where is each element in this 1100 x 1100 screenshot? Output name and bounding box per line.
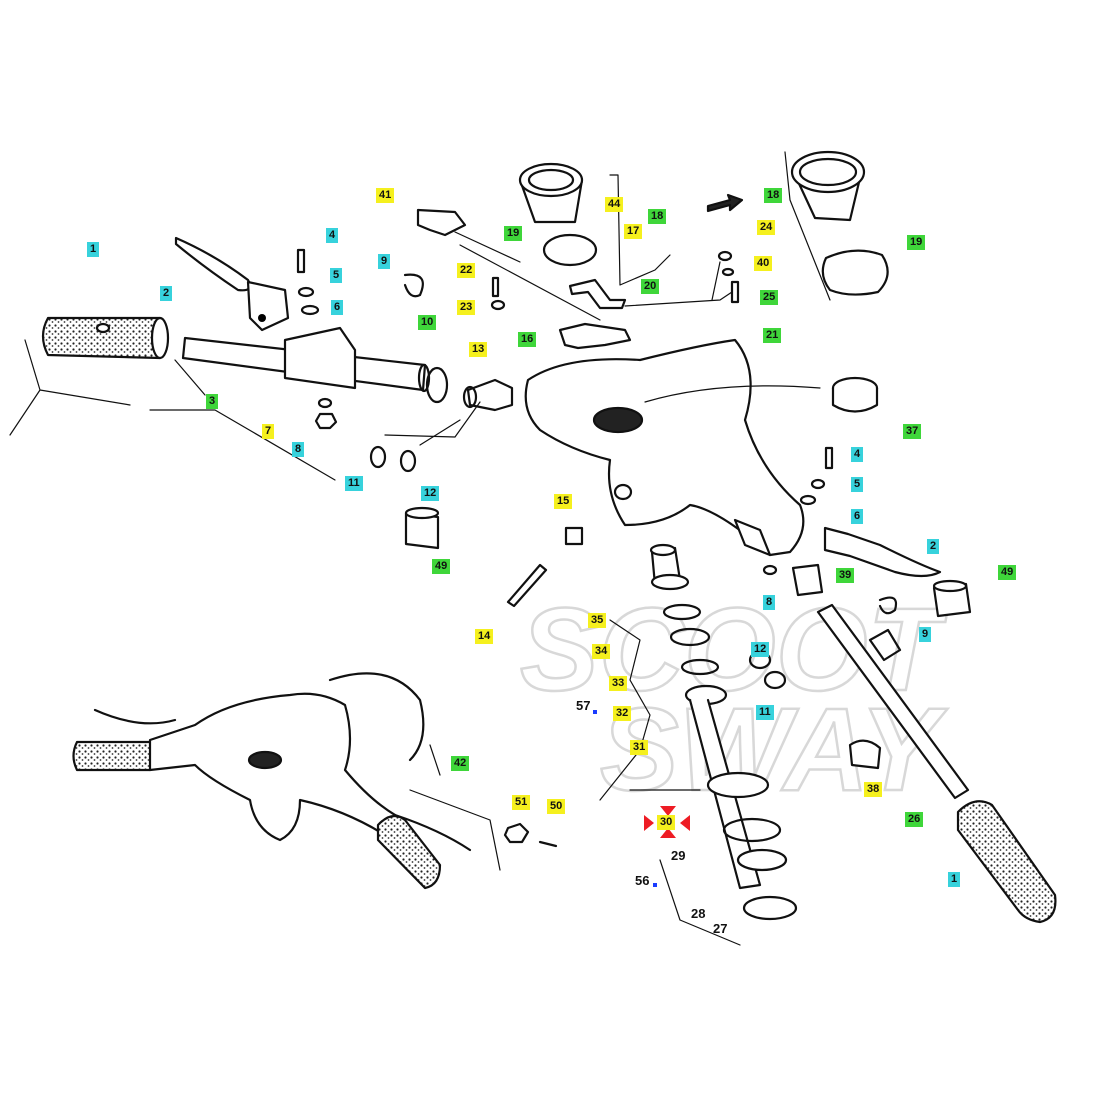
callout-35: 35 bbox=[588, 613, 607, 628]
callout-31: 31 bbox=[630, 740, 649, 755]
speedometer-large bbox=[790, 150, 866, 222]
bracket-20 bbox=[568, 278, 627, 310]
callout-5a: 5 bbox=[330, 268, 343, 283]
callout-42: 42 bbox=[451, 756, 470, 771]
callout-13: 13 bbox=[469, 342, 488, 357]
screws-washers-left bbox=[296, 248, 338, 430]
callout-32: 32 bbox=[613, 706, 632, 721]
left-handlebar-tube bbox=[181, 326, 431, 393]
clamp-13 bbox=[462, 378, 514, 412]
clip-9 bbox=[403, 273, 424, 298]
direction-arrow bbox=[706, 193, 744, 213]
cap-37 bbox=[831, 376, 879, 413]
bushing-49-right bbox=[932, 579, 972, 618]
callout-39: 39 bbox=[836, 568, 855, 583]
bolt-14 bbox=[506, 563, 548, 608]
bushing-49-left bbox=[404, 506, 440, 550]
bracket-41 bbox=[416, 208, 467, 237]
callout-14: 14 bbox=[475, 629, 494, 644]
blue-marker-56 bbox=[653, 883, 657, 887]
speedometer-small bbox=[518, 162, 598, 267]
callout-24: 24 bbox=[757, 220, 776, 235]
callout-3: 3 bbox=[206, 394, 219, 409]
callout-8a: 8 bbox=[292, 442, 305, 457]
callout-18b: 18 bbox=[764, 188, 783, 203]
callout-11b: 11 bbox=[756, 705, 774, 720]
callout-50: 50 bbox=[547, 799, 566, 814]
headset-body bbox=[524, 338, 805, 557]
callout-25: 25 bbox=[760, 290, 779, 305]
callout-1b: 1 bbox=[948, 872, 961, 887]
callout-40: 40 bbox=[754, 256, 773, 271]
left-brake-lever bbox=[174, 236, 290, 332]
callout-22: 22 bbox=[457, 263, 476, 278]
callout-6b: 6 bbox=[851, 509, 864, 524]
callout-5b: 5 bbox=[851, 477, 864, 492]
callout-23: 23 bbox=[457, 300, 476, 315]
callout-18a: 18 bbox=[648, 209, 667, 224]
callout-4a: 4 bbox=[326, 228, 339, 243]
callout-56: 56 bbox=[635, 873, 650, 888]
callout-9a: 9 bbox=[378, 254, 391, 269]
left-grip bbox=[41, 316, 170, 360]
callout-12a: 12 bbox=[421, 486, 440, 501]
o-ring-10 bbox=[425, 366, 449, 404]
callout-19b: 19 bbox=[907, 235, 926, 250]
steering-stack bbox=[649, 543, 798, 921]
callout-21: 21 bbox=[763, 328, 782, 343]
callout-30: 30 bbox=[657, 815, 676, 830]
callout-2b: 2 bbox=[927, 539, 940, 554]
callout-51: 51 bbox=[512, 795, 531, 810]
callout-33: 33 bbox=[609, 676, 628, 691]
callout-41: 41 bbox=[376, 188, 395, 203]
callout-1a: 1 bbox=[87, 242, 100, 257]
blue-marker-57 bbox=[593, 710, 597, 714]
callout-17: 17 bbox=[624, 224, 643, 239]
gasket-19 bbox=[821, 249, 889, 296]
callout-16: 16 bbox=[518, 332, 537, 347]
right-handlebar-tube bbox=[816, 603, 970, 800]
callout-20: 20 bbox=[641, 279, 660, 294]
callout-6a: 6 bbox=[331, 300, 344, 315]
callout-26: 26 bbox=[905, 812, 924, 827]
callout-29: 29 bbox=[671, 848, 686, 863]
callout-10: 10 bbox=[418, 315, 437, 330]
callout-49b: 49 bbox=[998, 565, 1017, 580]
callout-44: 44 bbox=[605, 197, 624, 212]
callout-8b: 8 bbox=[763, 595, 776, 610]
callout-49a: 49 bbox=[432, 559, 451, 574]
callout-38: 38 bbox=[864, 782, 883, 797]
callout-34: 34 bbox=[592, 644, 611, 659]
assembled-headset bbox=[72, 672, 472, 890]
bracket-16 bbox=[558, 322, 632, 350]
callout-9b: 9 bbox=[919, 627, 932, 642]
callout-27: 27 bbox=[713, 921, 728, 936]
red-marker-30 bbox=[644, 806, 690, 838]
callout-28: 28 bbox=[691, 906, 706, 921]
callout-15: 15 bbox=[554, 494, 573, 509]
right-grip bbox=[956, 800, 1057, 924]
callout-57: 57 bbox=[576, 698, 591, 713]
callout-2a: 2 bbox=[160, 286, 173, 301]
callout-19a: 19 bbox=[504, 226, 523, 241]
callout-7: 7 bbox=[262, 424, 275, 439]
callout-11a: 11 bbox=[345, 476, 363, 491]
right-brake-lever bbox=[823, 526, 942, 578]
callout-37: 37 bbox=[903, 424, 922, 439]
callout-4b: 4 bbox=[851, 447, 864, 462]
callout-12b: 12 bbox=[751, 642, 770, 657]
